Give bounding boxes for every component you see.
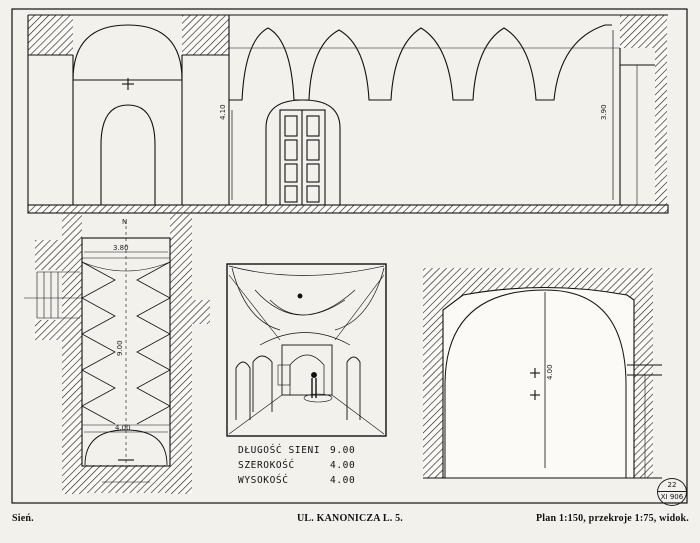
dimension-value: 9.00 [330,445,356,456]
sheet-frame [11,8,688,504]
north-mark: N [122,218,127,226]
caption-left: Sień. [12,513,34,524]
plan-width-top-label: 3.80 [113,244,129,252]
floor-plan [24,214,210,494]
plan-length-label: 9.00 [116,340,124,356]
caption-scale: Plan 1:150, przekroje 1:75, widok. [536,513,689,524]
stamp-bottom: XI 906 [658,491,686,503]
dimension-value: 4.00 [330,475,356,486]
stamp-top: 22 [667,481,677,489]
elev-height-left-label: 4.10 [219,104,227,120]
archive-stamp: 22 XI 906 [657,478,687,506]
longitudinal-section [27,14,669,214]
caption-title: UL. KANONICZA L. 5. [296,513,404,524]
cross-section [423,268,662,479]
plan-width-bottom-label: 4.00 [115,424,131,432]
perspective-view [226,263,387,437]
dimension-value: 4.00 [330,460,356,471]
dimension-label: SZEROKOŚĆ [238,460,295,471]
dimension-label: DŁUGOŚĆ SIENI [238,445,321,456]
section-height-label: 4.00 [546,364,554,380]
elev-height-right-label: 3.90 [600,104,608,120]
dimension-label: WYSOKOŚĆ [238,475,289,486]
